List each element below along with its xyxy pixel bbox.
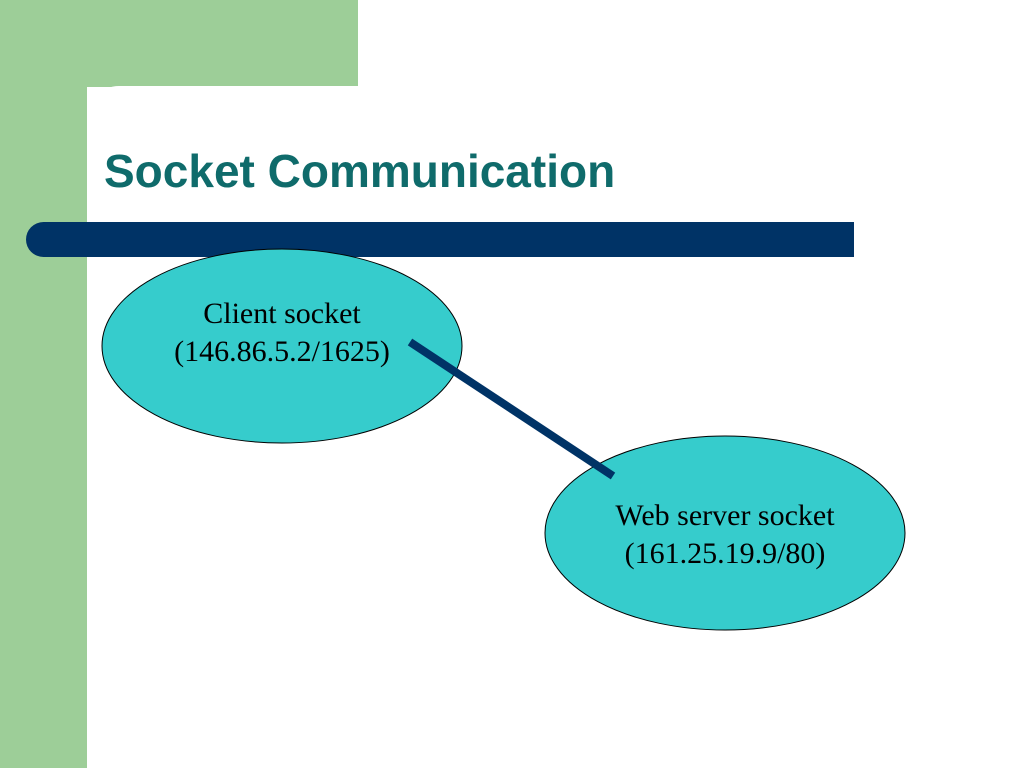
left-accent-bar xyxy=(0,0,87,768)
client-socket-label: Client socket (146.86.5.2/1625) xyxy=(132,295,432,371)
connection-line xyxy=(407,338,616,480)
web-server-socket-address: (161.25.19.9/80) xyxy=(624,537,826,570)
slide-title: Socket Communication xyxy=(104,145,616,197)
web-server-socket-name: Web server socket xyxy=(615,499,835,532)
client-socket-address: (146.86.5.2/1625) xyxy=(174,335,390,368)
web-server-socket-node xyxy=(544,435,906,631)
top-accent-block xyxy=(0,0,358,87)
title-underline-bar xyxy=(26,222,854,257)
client-socket-name: Client socket xyxy=(203,297,361,330)
web-server-socket-label: Web server socket (161.25.19.9/80) xyxy=(575,497,875,573)
client-socket-node xyxy=(101,248,463,444)
